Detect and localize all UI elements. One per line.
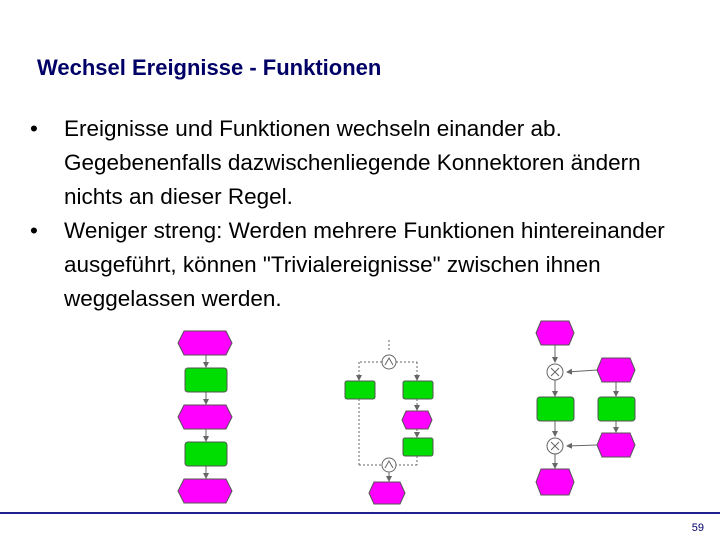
event-shape <box>535 320 575 346</box>
function-shape <box>184 367 228 393</box>
bullet-item: • Ereignisse und Funktionen wechseln ein… <box>30 112 700 214</box>
event-shape <box>177 330 233 356</box>
bullet-symbol: • <box>30 116 38 141</box>
event-shape <box>535 468 575 496</box>
right-xor-diagram <box>535 320 636 496</box>
left-chain <box>177 330 233 504</box>
function-shape <box>402 437 434 457</box>
event-shape <box>177 404 233 430</box>
event-shape <box>401 410 433 430</box>
bullet-item: • Weniger streng: Werden mehrere Funktio… <box>30 214 700 316</box>
bullet-symbol: • <box>30 218 38 243</box>
middle-and-diagram <box>344 340 434 505</box>
function-shape <box>597 396 636 422</box>
function-shape <box>536 396 575 422</box>
bullet-text: Weniger streng: Werden mehrere Funktione… <box>64 218 665 311</box>
event-shape <box>596 432 636 458</box>
footer-divider <box>0 512 720 514</box>
slide-title: Wechsel Ereignisse - Funktionen <box>37 55 382 80</box>
page-number: 59 <box>691 522 704 534</box>
function-shape <box>344 380 376 400</box>
event-shape <box>596 357 636 383</box>
event-shape <box>177 478 233 504</box>
event-shape <box>368 481 406 505</box>
bullet-list: • Ereignisse und Funktionen wechseln ein… <box>30 112 700 316</box>
function-shape <box>184 441 228 467</box>
function-shape <box>402 380 434 400</box>
bullet-text: Ereignisse und Funktionen wechseln einan… <box>64 116 641 209</box>
